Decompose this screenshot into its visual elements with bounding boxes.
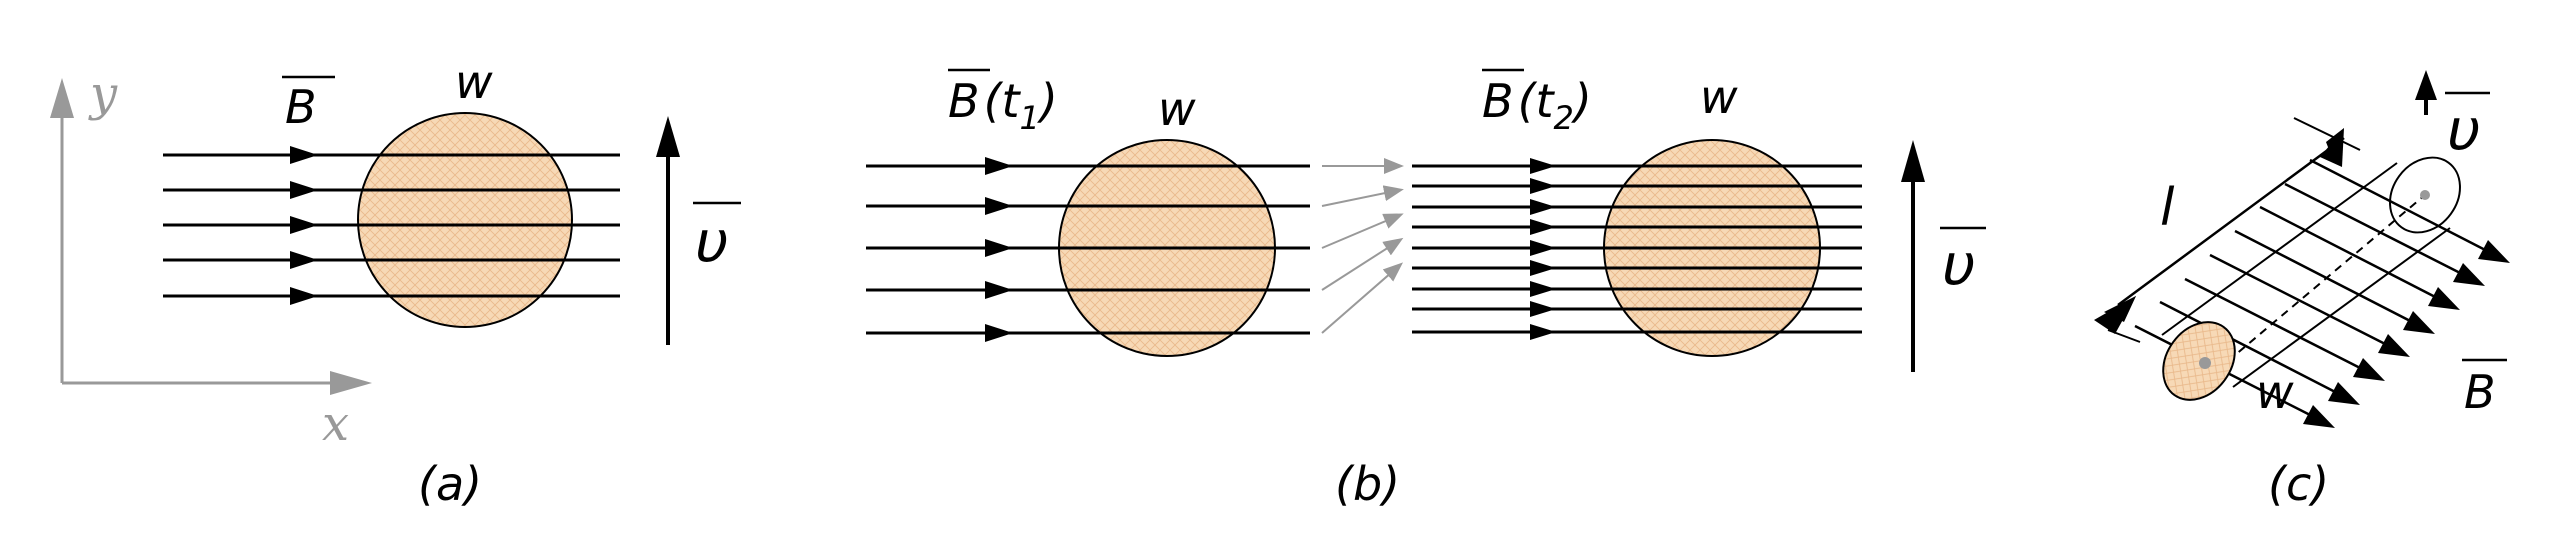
field-label-text: B (285, 80, 317, 134)
field-lines-t1 (866, 157, 1310, 342)
velocity-arrow-b (1901, 140, 1925, 372)
length-label: l (2160, 178, 2175, 238)
velocity-label: υ (693, 201, 741, 276)
object-label-t2: w (1700, 70, 1738, 124)
field-label-t1-arg: (t (984, 74, 1022, 128)
object-label-t1: w (1158, 82, 1196, 136)
field-label-t1-close: ) (1037, 74, 1058, 128)
velocity-label-text: υ (695, 208, 729, 276)
panel-c: l υ w B (c) (2094, 70, 2510, 511)
field-arrowheads-c (2303, 240, 2510, 428)
field-label-t2-subscript: 2 (1554, 99, 1574, 137)
caption-a: (a) (418, 457, 482, 511)
field-label-c: B (2462, 358, 2507, 419)
transition-arrows (1321, 158, 1404, 334)
velocity-arrow-c (2415, 70, 2437, 115)
panel-a: y x B w υ (a) (50, 55, 741, 511)
object-label: w (455, 55, 493, 109)
field-label: B (282, 75, 335, 134)
panel-b: B(t1) B(t2) w w υ (b) (866, 68, 1986, 511)
caption-c: (c) (2268, 457, 2329, 511)
field-lines-t2 (1412, 158, 1862, 340)
axis-x-label: x (322, 396, 349, 452)
field-label-t1-subscript: 1 (1020, 99, 1040, 137)
svg-text:B(t1): B(t1) (948, 74, 1058, 137)
field-label-t2-arg: (t (1518, 74, 1556, 128)
caption-b: (b) (1335, 457, 1400, 511)
field-label-t2-symbol: B (1482, 74, 1514, 128)
conductor-cylinder (2161, 156, 2461, 401)
field-label-t2-close: ) (1571, 74, 1592, 128)
field-label-c-text: B (2464, 365, 2496, 419)
field-label-t1-symbol: B (948, 74, 980, 128)
axis-y-label: y (88, 66, 118, 122)
object-label-c: w (2256, 365, 2294, 419)
svg-text:B(t2): B(t2) (1482, 74, 1592, 137)
conductor-disk (357, 112, 573, 328)
velocity-arrow (656, 116, 680, 345)
velocity-label-c-text: υ (2447, 96, 2481, 164)
coordinate-axes: y x (50, 66, 372, 452)
velocity-label-c: υ (2445, 91, 2490, 164)
field-label-t2: B(t2) (1482, 68, 1592, 137)
field-lines (163, 146, 620, 305)
velocity-label-b: υ (1940, 226, 1986, 299)
field-label-t1: B(t1) (948, 68, 1058, 137)
length-dimension (2094, 117, 2361, 343)
velocity-label-b-text: υ (1942, 231, 1976, 299)
